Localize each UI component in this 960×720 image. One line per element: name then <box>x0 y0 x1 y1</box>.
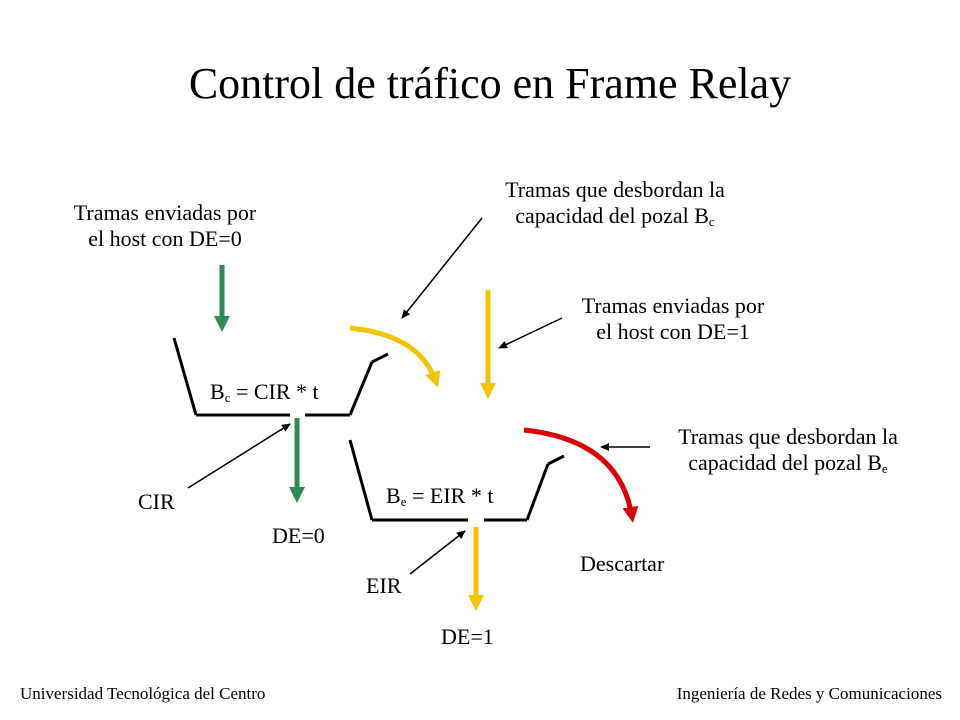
bucket-be-left-wall <box>348 439 374 521</box>
label-overflow-bc-line2: capacidad del pozal Bc <box>515 203 715 230</box>
label-sent-de0-line1: Tramas enviadas por <box>73 200 257 225</box>
bc-formula: Bc = CIR * t <box>210 379 319 405</box>
bucket-be-right-wall <box>525 463 550 521</box>
label-overflow-bc: Tramas que desbordan la capacidad del po… <box>470 177 760 230</box>
label-sent-de1: Tramas enviadas por el host con DE=1 <box>548 293 798 346</box>
bucket-bc-left-wall <box>172 337 198 416</box>
label-overflow-bc-line1: Tramas que desbordan la <box>505 177 725 202</box>
bucket-be-lip <box>547 454 565 466</box>
bucket-be <box>348 439 565 522</box>
bucket-bc-lip <box>371 352 389 364</box>
label-overflow-be-line2: capacidad del pozal Be <box>688 450 888 477</box>
label-de1-output: DE=1 <box>441 624 494 649</box>
red-overflow-arc <box>523 427 639 523</box>
be-formula: Be = EIR * t <box>386 483 494 509</box>
label-sent-de0: Tramas enviadas por el host con DE=0 <box>42 200 288 253</box>
pointer-sent-de1 <box>498 317 563 349</box>
label-sent-de0-line2: el host con DE=0 <box>88 226 242 252</box>
bucket-bc-right-wall <box>348 361 374 416</box>
label-discard: Descartar <box>580 551 665 576</box>
label-eir: EIR <box>366 573 402 598</box>
label-cir: CIR <box>138 489 175 514</box>
footer-left: Universidad Tecnológica del Centro <box>20 684 266 703</box>
label-sent-de1-line2: el host con DE=1 <box>596 319 750 345</box>
bucket-bc <box>172 337 389 417</box>
slide-title: Control de tráfico en Frame Relay <box>188 59 792 108</box>
label-overflow-be-line1: Tramas que desbordan la <box>678 424 898 449</box>
label-overflow-be: Tramas que desbordan la capacidad del po… <box>638 424 938 477</box>
yellow-overflow-arc <box>349 325 441 388</box>
pointer-overflow-bc <box>401 217 483 319</box>
label-sent-de1-line1: Tramas enviadas por <box>581 293 765 318</box>
label-de0-output: DE=0 <box>272 523 325 548</box>
footer-right: Ingeniería de Redes y Comunicaciones <box>676 684 942 703</box>
pointer-eir <box>409 530 466 575</box>
pointer-cir <box>187 423 291 489</box>
